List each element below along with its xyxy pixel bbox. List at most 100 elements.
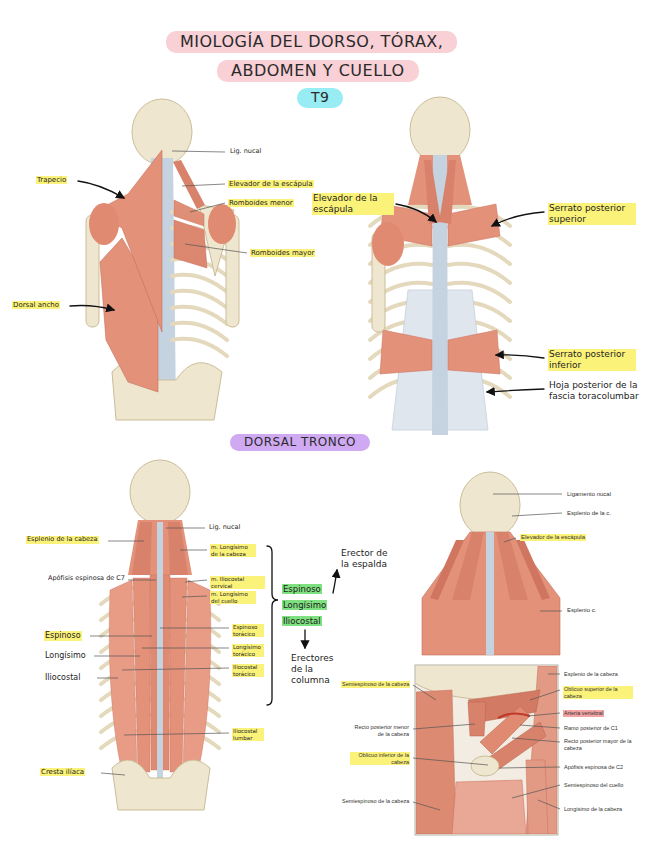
structure-label: Longísimo torácico [232, 644, 264, 657]
structure-label: Romboides menor [228, 199, 294, 207]
structure-label: Longísimo de la cabeza [563, 806, 623, 813]
neck-figure [460, 472, 520, 538]
band-text: T9 [311, 89, 329, 107]
leader-lines [493, 494, 562, 495]
back-figure-deep [130, 460, 190, 524]
handwritten-arrows [304, 630, 305, 648]
structure-label: Esplenio c. [566, 607, 597, 614]
leader-lines [90, 151, 562, 810]
back-figure-deep [168, 522, 188, 575]
structure-label: Esplenio de la cabeza [26, 536, 99, 544]
leader-lines [128, 580, 156, 581]
structure-label: Trapecio [36, 176, 67, 184]
structure-label: Semiespinoso de la cabeza [341, 798, 410, 805]
back-figure-deep [132, 522, 152, 575]
leader-lines [190, 203, 225, 212]
structure-label: Iliocostal [282, 616, 322, 626]
leader-lines [166, 528, 205, 529]
leader-lines [122, 668, 229, 670]
leader-lines [413, 685, 436, 700]
leader-lines [182, 184, 225, 186]
leader-lines [185, 580, 207, 582]
suboccipital-inset [416, 666, 557, 834]
back-figure-intermediate [380, 330, 432, 374]
back-figure-deep [101, 460, 219, 810]
structure-label: Oblicuo superior de la cabeza [563, 686, 633, 699]
leader-lines [413, 758, 488, 765]
handwritten-arrows [487, 389, 544, 392]
leader-lines [500, 767, 560, 768]
back-figure-intermediate [448, 330, 500, 374]
back-figure-intermediate [448, 245, 510, 264]
structure-label: Lig. nucal [208, 524, 241, 532]
back-figure-intermediate [448, 264, 510, 283]
back-figure-superficial [86, 99, 239, 420]
structure-label: Erector de la espalda [340, 548, 396, 570]
leader-lines [101, 773, 125, 775]
leader-lines [90, 636, 152, 637]
handwritten-arrows [78, 181, 124, 198]
leader-lines [528, 713, 560, 716]
structure-label: Ligamento nucal [566, 491, 612, 498]
back-figure-intermediate [410, 97, 470, 163]
leader-lines [94, 656, 140, 657]
suboccipital-inset [471, 756, 499, 776]
structure-label: Oblicuo inferior de la cabeza [350, 752, 410, 765]
leader-lines [413, 802, 440, 810]
handwritten-arrows [496, 355, 544, 358]
structure-label: Recto posterior menor de la cabeza [348, 724, 410, 737]
handwritten-arrows [267, 546, 278, 705]
structure-label: Espinoso [44, 631, 82, 641]
structure-label: m. Longísimo de la cabeza [210, 544, 256, 557]
suboccipital-inset [498, 713, 530, 718]
title-band: ABDOMEN Y CUELLO [217, 60, 419, 82]
structure-label: Esplenio de la c. [566, 510, 612, 517]
neck-figure [516, 540, 550, 600]
structure-label: Serrato posterior superior [548, 203, 636, 225]
structure-label: Longísimo [44, 651, 87, 661]
leader-lines [538, 800, 560, 809]
neck-figure [422, 472, 560, 655]
leader-lines [182, 596, 207, 597]
structure-label: Lig. nucal [229, 148, 262, 156]
back-figure-intermediate [448, 204, 500, 246]
back-figure-deep [109, 580, 137, 772]
neck-figure [430, 540, 464, 600]
leader-lines [160, 628, 229, 629]
leader-lines [512, 738, 560, 742]
structure-label: Elevador de la escápula [520, 534, 586, 541]
leader-lines [504, 538, 516, 542]
back-figure-deep [150, 575, 157, 770]
handwritten-arrows [70, 306, 114, 311]
structure-label: Semiespinoso del cuello [563, 782, 624, 789]
structure-label: Esplenio de la cabeza [563, 671, 619, 678]
leader-lines [108, 541, 144, 542]
back-figure-intermediate [439, 160, 456, 224]
band-text: MIOLOGÍA DEL DORSO, TÓRAX, [180, 32, 443, 52]
band-text: DORSAL TRONCO [244, 435, 356, 450]
leader-lines [124, 733, 229, 735]
leader-lines [142, 648, 229, 649]
leader-lines [520, 725, 560, 728]
back-figure-intermediate [370, 97, 510, 435]
structure-label: Serrato posterior inferior [548, 349, 636, 371]
leader-lines [512, 785, 560, 798]
structure-label: Iliocostal [44, 673, 81, 683]
structure-label: Elevador de la escápula [228, 180, 314, 188]
back-figure-deep [112, 760, 210, 810]
structure-label: Romboides mayor [250, 249, 315, 257]
title-band: MIOLOGÍA DEL DORSO, TÓRAX, [166, 31, 457, 53]
structure-label: Espinoso torácico [232, 624, 264, 637]
back-figure-intermediate [372, 222, 404, 266]
suboccipital-inset [452, 780, 526, 834]
leader-lines [185, 244, 247, 253]
leader-lines [530, 690, 560, 700]
leader-lines [97, 678, 118, 679]
structure-label: Arteria vertebral [563, 710, 604, 717]
structure-label: Longísimo [282, 600, 327, 610]
back-figure-superficial [172, 339, 227, 356]
title-band: DORSAL TRONCO [230, 434, 370, 451]
leader-lines [540, 611, 562, 612]
